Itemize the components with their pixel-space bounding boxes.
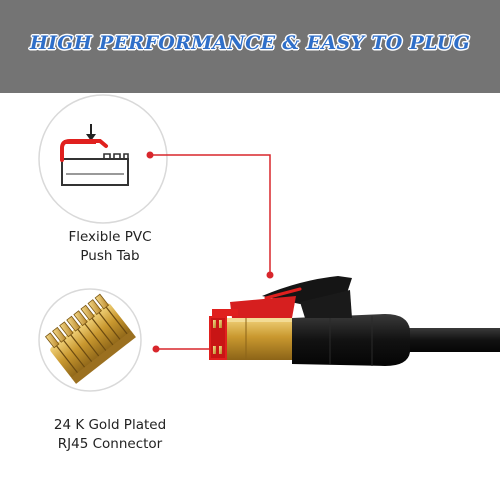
connector-caption-line2: RJ45 Connector	[57, 436, 163, 452]
push-tab-caption-line1: Flexible PVC	[68, 229, 152, 245]
rj45-plug-image	[209, 276, 500, 366]
leader-line-push-tab	[146, 151, 274, 279]
connector-caption: 24 K Gold Plated RJ45 Connector	[30, 416, 190, 454]
leader-line-gold-connector	[152, 345, 210, 353]
banner-title: HIGH PERFORMANCE & EASY TO PLUG	[29, 32, 471, 54]
push-tab-caption-line2: Push Tab	[80, 248, 140, 264]
gold-contacts-icon	[38, 288, 142, 392]
header-banner: HIGH PERFORMANCE & EASY TO PLUG	[0, 0, 500, 93]
connector-caption-line1: 24 K Gold Plated	[53, 417, 167, 433]
push-tab-caption: Flexible PVC Push Tab	[30, 228, 190, 266]
push-tab-diagram-icon	[38, 94, 168, 224]
